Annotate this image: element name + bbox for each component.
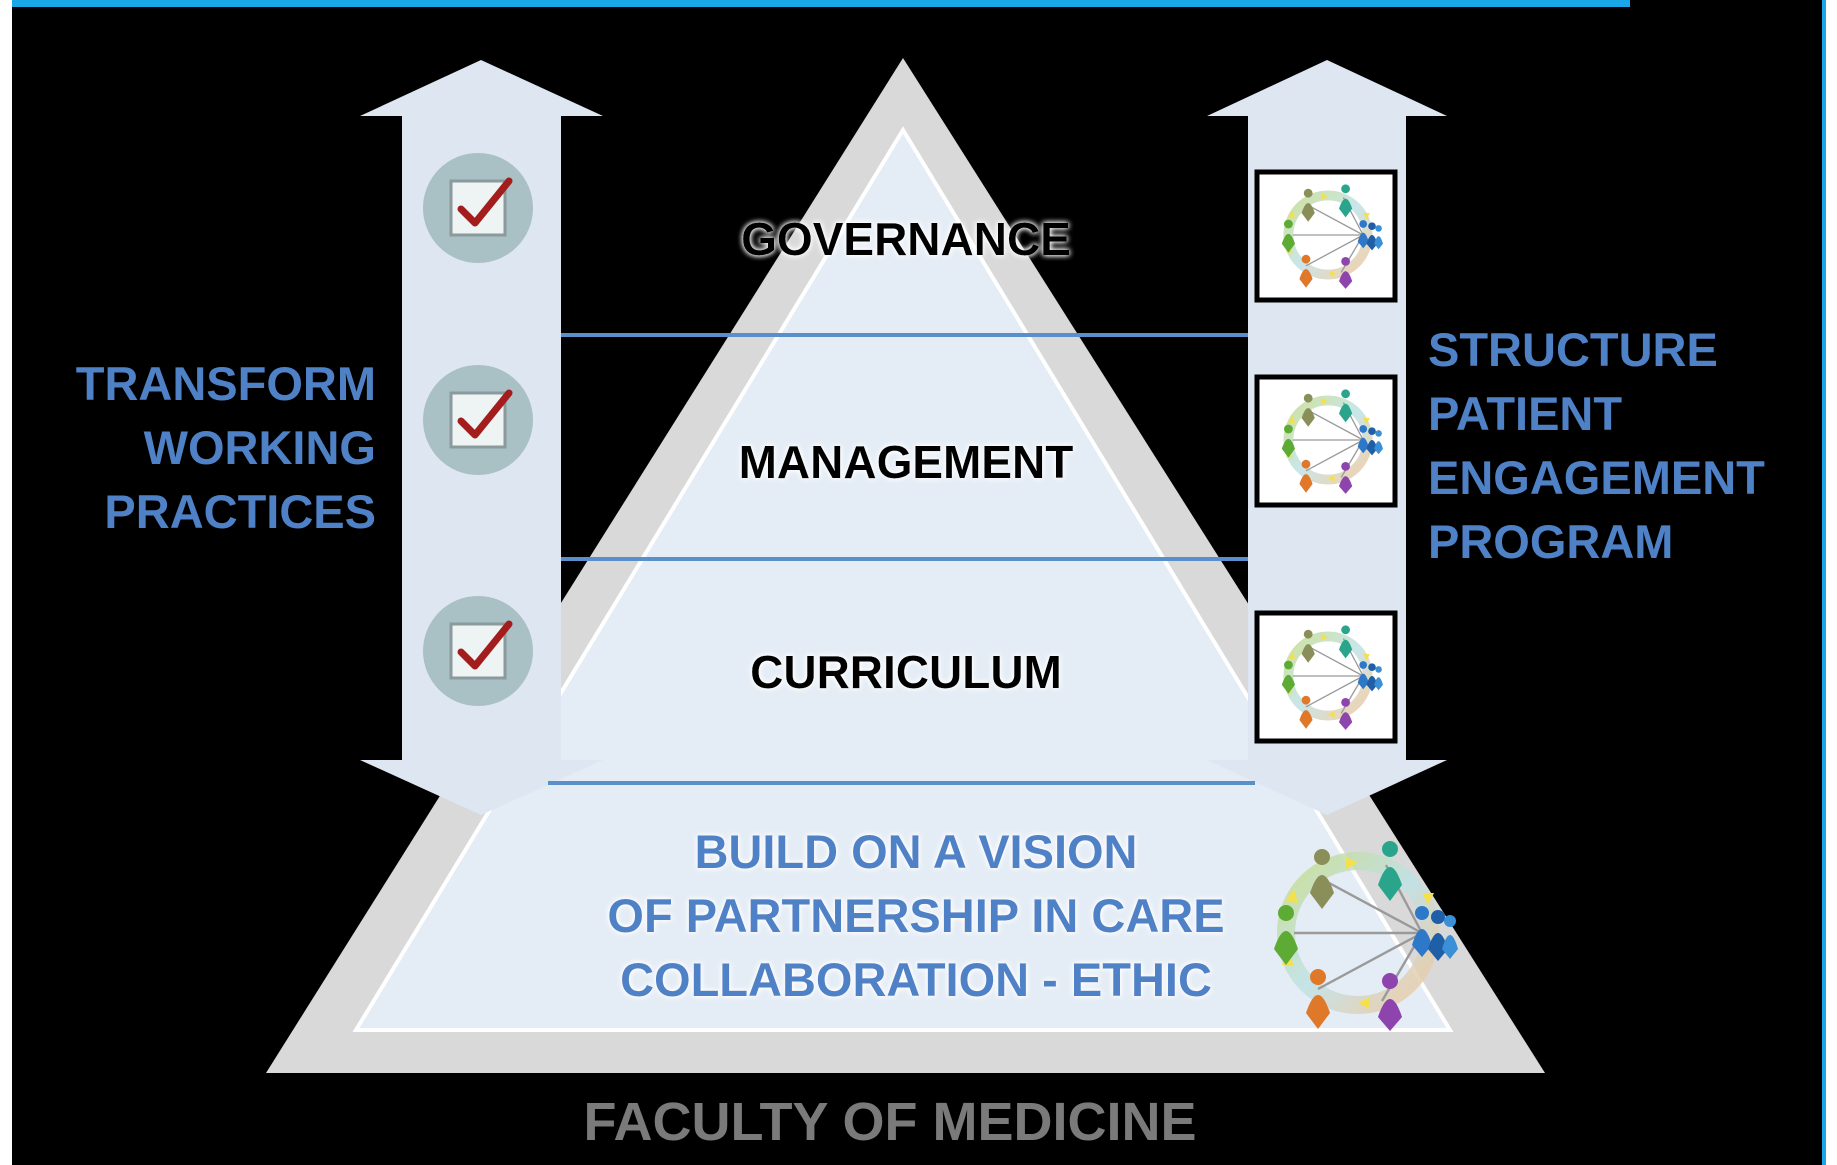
checkbox-icon <box>423 365 533 475</box>
framed-cycle-2 <box>1254 374 1398 508</box>
checkbox-icon <box>423 153 533 263</box>
left-label-line-1: TRANSFORM <box>76 357 376 410</box>
right-label-line-3: ENGAGEMENT <box>1428 451 1765 504</box>
pyramid-inner <box>352 126 1454 1032</box>
left-edge <box>0 0 12 1165</box>
top-bar <box>0 0 1630 7</box>
footer-title: FACULTY OF MEDICINE <box>583 1092 1196 1152</box>
left-label-line-3: PRACTICES <box>104 485 376 538</box>
tier-label-governance: GOVERNANCE <box>741 213 1071 265</box>
base-line-2: OF PARTNERSHIP IN CARE <box>607 889 1224 942</box>
tier-label-curriculum: CURRICULUM <box>750 646 1062 698</box>
framed-cycle-3 <box>1254 610 1398 744</box>
base-line-1: BUILD ON A VISION <box>694 825 1137 878</box>
right-label-line-1: STRUCTURE <box>1428 323 1718 376</box>
framed-cycle-1 <box>1254 169 1398 303</box>
tier-label-management: MANAGEMENT <box>739 436 1074 488</box>
right-edge-accent <box>1822 0 1826 1165</box>
checkbox-icon <box>423 596 533 706</box>
right-label-line-2: PATIENT <box>1428 387 1622 440</box>
right-label-line-4: PROGRAM <box>1428 515 1673 568</box>
base-line-3: COLLABORATION - ETHIC <box>620 953 1212 1006</box>
left-label-line-2: WORKING <box>144 421 376 474</box>
